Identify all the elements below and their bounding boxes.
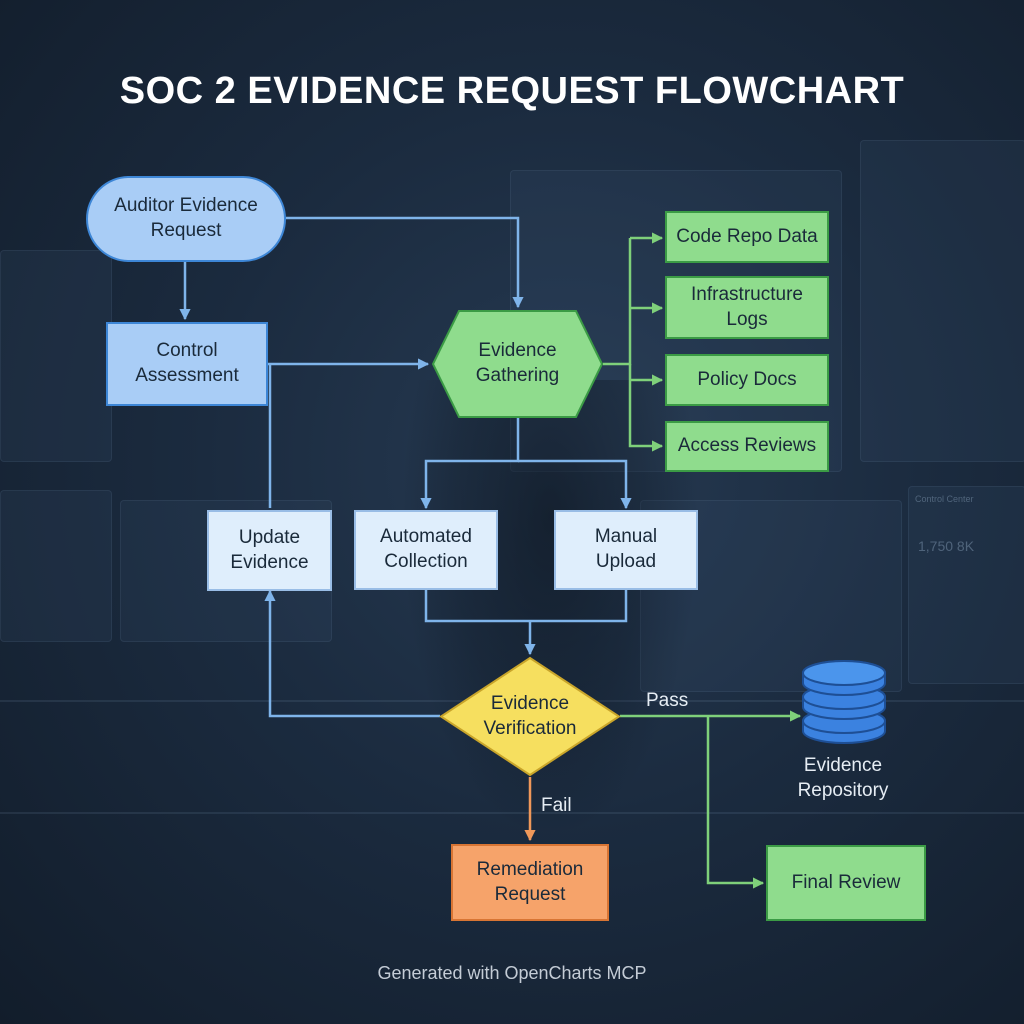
background-person-silhouette [400, 380, 700, 840]
background-monitor [908, 486, 1024, 684]
node-evidence-gathering[interactable]: Evidence Gathering [432, 310, 603, 418]
node-manual-upload[interactable]: Manual Upload [554, 510, 698, 590]
node-access-reviews[interactable]: Access Reviews [665, 421, 829, 472]
edge-label-fail: Fail [541, 795, 572, 816]
node-update-evidence[interactable]: Update Evidence [207, 510, 332, 591]
node-policy-docs[interactable]: Policy Docs [665, 354, 829, 406]
node-evidence-verification[interactable]: Evidence Verification [439, 656, 621, 777]
diamond-shape [439, 656, 621, 777]
node-automated-collection[interactable]: Automated Collection [354, 510, 498, 590]
node-label: Auditor Evidence Request [114, 195, 258, 241]
edge-gathering-to-sources [603, 238, 632, 366]
node-final-review[interactable]: Final Review [766, 845, 926, 921]
node-label: Automated Collection [380, 526, 472, 572]
node-label: Manual Upload [594, 526, 658, 572]
node-label: Evidence Gathering [475, 340, 560, 386]
hexagon-shape [432, 310, 603, 418]
edge-label-pass: Pass [646, 690, 689, 711]
node-label: Final Review [791, 871, 901, 893]
background-screen-readout: 1,750 8K [918, 538, 975, 554]
node-control-assessment[interactable]: Control Assessment [106, 322, 268, 406]
edge-gathering-split [420, 418, 520, 510]
database-icon[interactable] [799, 651, 889, 747]
node-label: Access Reviews [677, 435, 817, 457]
background-monitor [860, 140, 1024, 462]
node-label: Infrastructure Logs [691, 283, 803, 330]
page-title: SOC 2 EVIDENCE REQUEST FLOWCHART [119, 70, 905, 112]
footer-credit: Generated with OpenCharts MCP [377, 963, 647, 983]
node-label: Update Evidence [230, 526, 309, 573]
node-label: Code Repo Data [676, 225, 818, 247]
background-monitor [0, 490, 112, 642]
edge-to-access-reviews [628, 364, 664, 452]
node-evidence-repository-label: Evidence Repository [797, 755, 889, 801]
node-label: Control Assessment [135, 340, 239, 386]
edge-verification-to-update [264, 589, 440, 718]
node-remediation-request[interactable]: Remediation Request [451, 844, 609, 921]
edge-gathering-to-manual [518, 459, 632, 510]
node-auditor-evidence-request[interactable]: Auditor Evidence Request [86, 176, 286, 262]
node-infrastructure-logs[interactable]: Infrastructure Logs [665, 276, 829, 339]
node-label: Remediation Request [476, 858, 584, 905]
node-label: Policy Docs [697, 368, 797, 390]
edge-request-to-gathering [286, 216, 524, 309]
edge-pass-to-final-review [706, 716, 765, 889]
node-label: Evidence Verification [483, 692, 577, 739]
background-screen-title: Control Center [915, 494, 974, 504]
edge-collection-merge [424, 590, 628, 623]
node-code-repo-data[interactable]: Code Repo Data [665, 211, 829, 263]
